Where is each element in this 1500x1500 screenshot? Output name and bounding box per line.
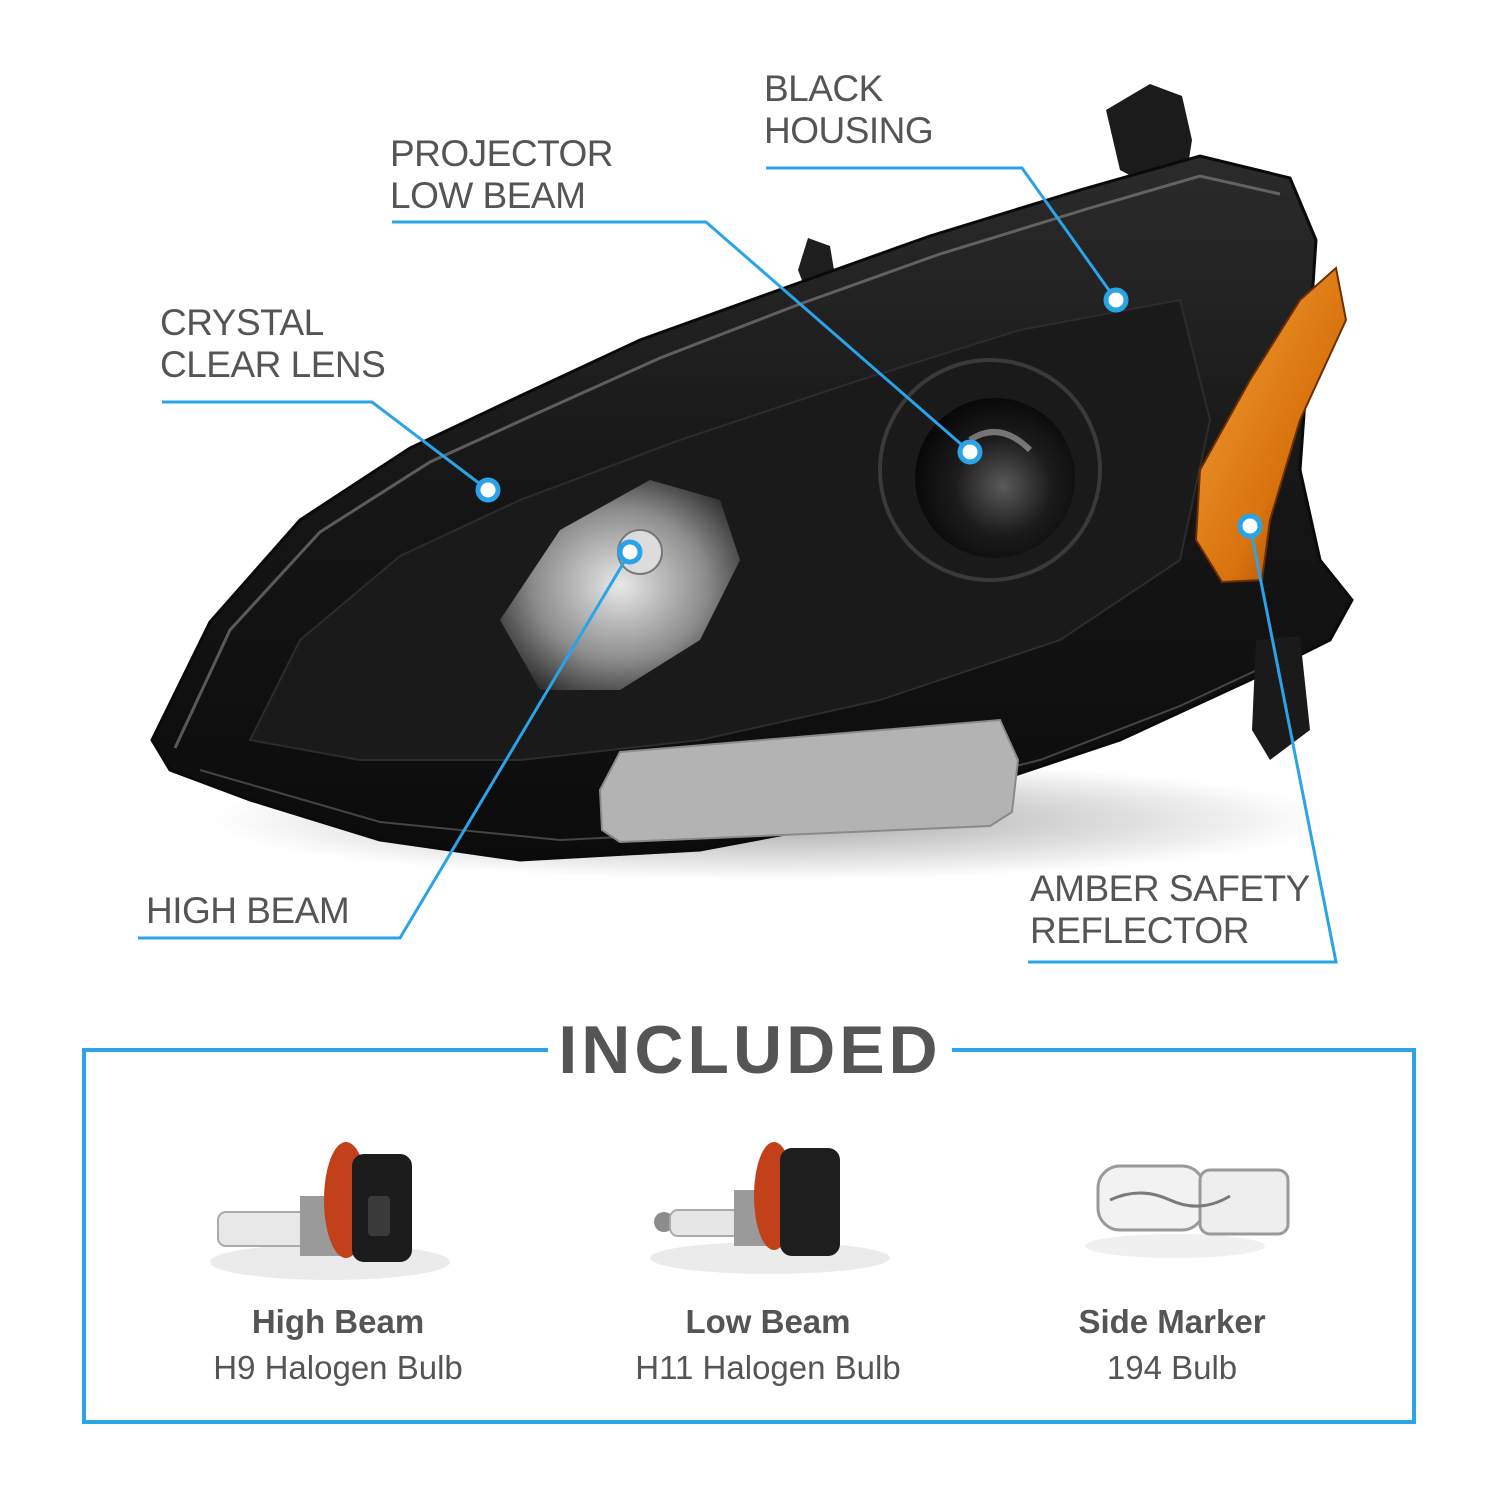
dot-high-beam (617, 539, 643, 565)
h11-bulb-image (650, 1142, 890, 1274)
leader-amber-reflector (1028, 525, 1338, 964)
callout-black-housing: BLACK HOUSING (764, 68, 934, 152)
dot-black-housing (1103, 287, 1129, 313)
included-heading: INCLUDED (548, 1008, 952, 1092)
callout-amber-line2: REFLECTOR (1030, 910, 1249, 951)
included-item-1-name: High Beam (251, 1303, 425, 1340)
callout-dots (475, 287, 1263, 565)
callout-lens-line1: CRYSTAL (160, 302, 324, 343)
callout-amber-line1: AMBER SAFETY (1030, 868, 1310, 909)
callout-projector-low-beam: PROJECTOR LOW BEAM (390, 133, 614, 217)
mount-bracket (598, 718, 1020, 844)
included-item-2-desc: H11 Halogen Bulb (635, 1349, 901, 1386)
included-item-1-desc: H9 Halogen Bulb (213, 1349, 463, 1386)
leader-black-housing (766, 166, 1118, 301)
included-item-3-desc: 194 Bulb (1106, 1349, 1238, 1386)
leader-high-beam (138, 551, 632, 940)
right-bracket (1252, 636, 1310, 760)
dot-lens (475, 477, 501, 503)
callout-crystal-clear-lens: CRYSTAL CLEAR LENS (160, 302, 386, 386)
callout-projector-line2: LOW BEAM (390, 175, 586, 216)
callout-lens-line2: CLEAR LENS (160, 344, 386, 385)
lens-edge (173, 174, 1281, 749)
callout-high-beam: HIGH BEAM (146, 890, 350, 932)
leader-projector-low-beam (392, 220, 971, 454)
callout-black-housing-line2: HOUSING (764, 110, 934, 151)
194-bulb-image (1085, 1164, 1290, 1258)
top-connector (1106, 84, 1192, 186)
callout-high-beam-line1: HIGH BEAM (146, 890, 350, 931)
leader-crystal-clear-lens (162, 400, 489, 492)
amber-reflector (1194, 266, 1348, 584)
dot-projector (957, 439, 983, 465)
included-item-2-name: Low Beam (685, 1303, 851, 1340)
callout-amber-safety-reflector: AMBER SAFETY REFLECTOR (1030, 868, 1310, 952)
callout-projector-line1: PROJECTOR (390, 133, 614, 174)
projector-glare (968, 429, 1033, 453)
high-beam-reflector (500, 480, 740, 690)
dot-amber (1237, 513, 1263, 539)
callout-black-housing-line1: BLACK (764, 68, 883, 109)
callout-lines (138, 166, 1338, 964)
h9-bulb-image (210, 1142, 450, 1280)
included-item-3-name: Side Marker (1078, 1303, 1266, 1340)
projector-lens (915, 398, 1075, 558)
